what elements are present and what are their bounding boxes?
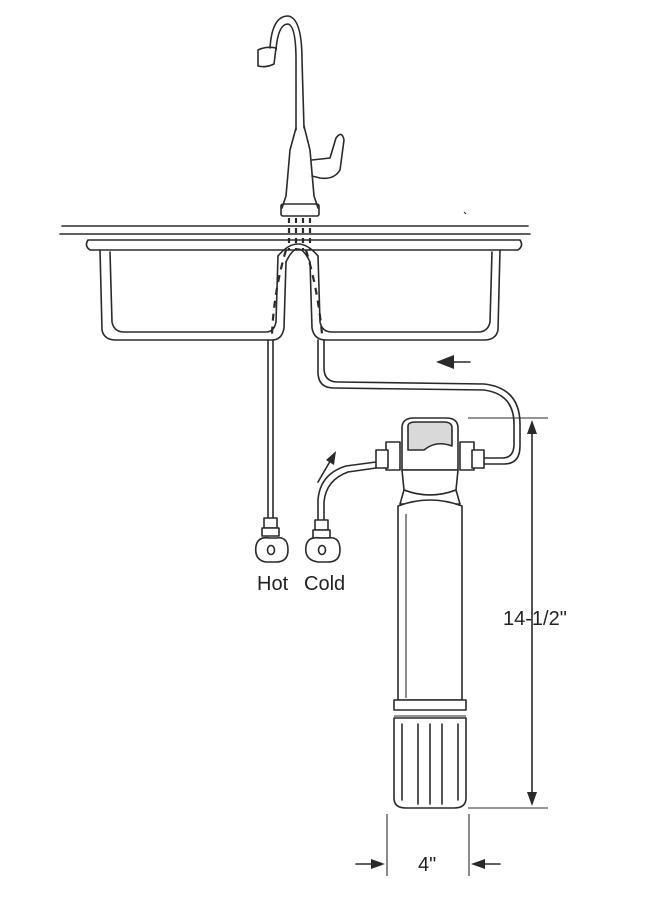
arrow-icon: [326, 451, 336, 465]
filtered-water-line: [317, 339, 521, 465]
cold-inlet-line: [312, 451, 377, 539]
arrow-icon: [436, 355, 454, 369]
hot-label: Hot: [257, 573, 289, 595]
height-label: 14-1/2": [503, 608, 567, 630]
width-label: 4": [418, 854, 436, 876]
hot-supply-line: [261, 339, 280, 537]
shutoff-valve-icon: [304, 536, 341, 563]
filter-housing-icon: [375, 417, 485, 809]
height-dimension: [468, 417, 548, 809]
shutoff-valve-icon: [254, 536, 289, 563]
sink-icon: [59, 211, 531, 341]
width-dimension: [355, 814, 501, 876]
faucet-icon: [257, 15, 345, 217]
cold-label: Cold: [304, 573, 345, 595]
hidden-supply-lines: [270, 249, 324, 335]
